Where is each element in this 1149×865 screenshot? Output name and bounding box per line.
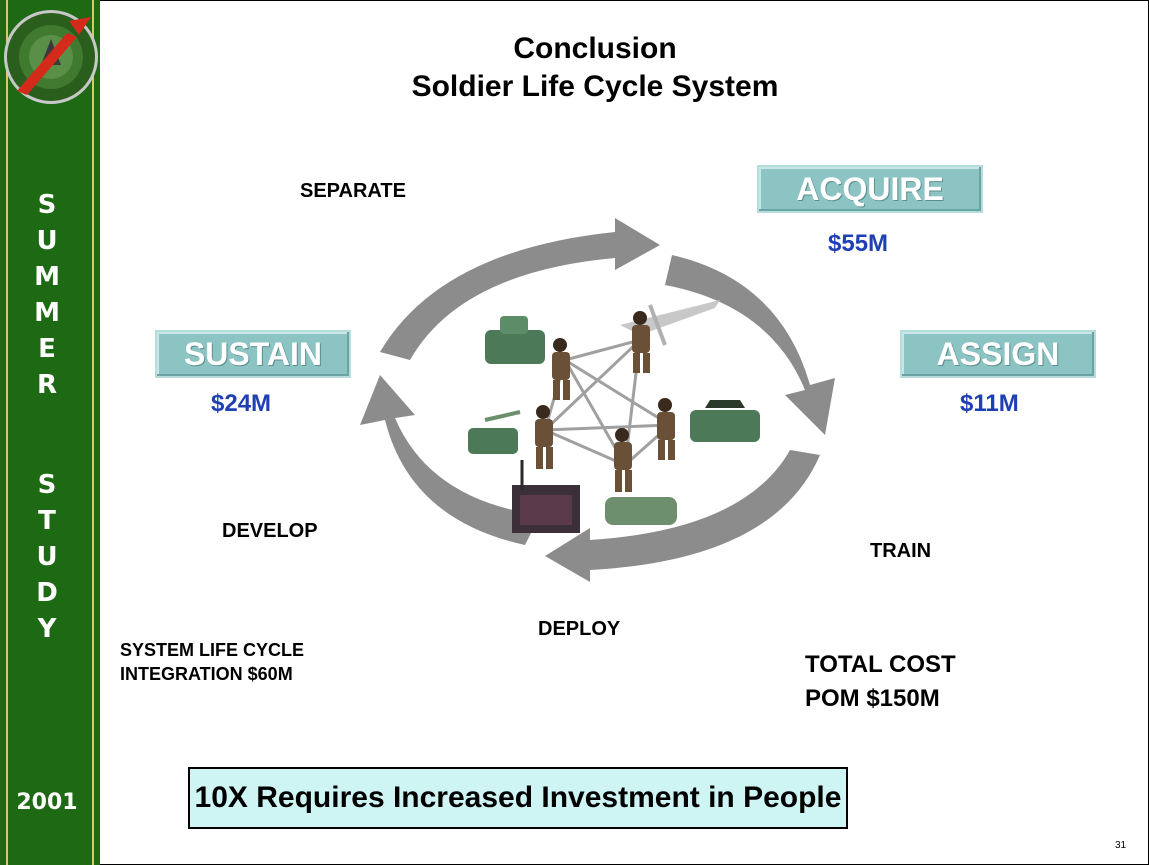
- slide-title: Conclusion Soldier Life Cycle System: [330, 30, 860, 106]
- assign-cost: $11M: [960, 390, 1019, 417]
- soldier-icon: [632, 311, 650, 373]
- acquire-cost: $55M: [828, 230, 889, 257]
- total-cost: TOTAL COST POM $150M: [805, 648, 956, 716]
- sidebar-letter: T: [38, 506, 56, 536]
- stage-develop: DEVELOP: [222, 520, 318, 542]
- acquire-button: ACQUIRE: [757, 165, 983, 213]
- sidebar-stripe: [92, 0, 94, 865]
- cycle-arrow: [665, 255, 835, 435]
- conclusion-banner: 10X Requires Increased Investment in Peo…: [188, 767, 848, 829]
- vehicle-icon: [468, 410, 521, 454]
- title-line-1: Conclusion: [513, 32, 677, 65]
- integration-line-1: SYSTEM LIFE CYCLE: [120, 640, 305, 660]
- cycle-arrows: [360, 218, 835, 582]
- sidebar: S U M M E R S T U D Y 2001: [0, 0, 100, 865]
- assign-button: ASSIGN: [900, 330, 1096, 378]
- total-line-2: POM $150M: [805, 685, 940, 712]
- page-number: 31: [1115, 840, 1127, 851]
- sidebar-letter: R: [36, 370, 58, 400]
- vehicle-icon: [690, 400, 760, 442]
- sidebar-letter: U: [36, 542, 58, 572]
- soldier-icon: [657, 398, 675, 460]
- soldier-icon: [614, 428, 632, 492]
- sidebar-letter: M: [34, 262, 60, 292]
- sidebar-letter: E: [38, 334, 56, 364]
- integration-line-2: INTEGRATION $60M: [120, 664, 293, 684]
- soldier-icon: [535, 405, 553, 469]
- sidebar-letter: S: [37, 190, 57, 220]
- sidebar-letter: D: [36, 578, 58, 608]
- total-line-1: TOTAL COST: [805, 651, 956, 678]
- stage-train: TRAIN: [870, 540, 932, 562]
- cycle-arrow: [545, 450, 820, 582]
- sidebar-letter: U: [36, 226, 58, 256]
- radio-unit-icon: [512, 460, 580, 533]
- vehicle-icon: [605, 497, 677, 525]
- sidebar-letter: M: [34, 298, 60, 328]
- sidebar-letter: Y: [37, 614, 57, 644]
- sustain-cost: $24M: [211, 390, 272, 417]
- stage-separate: SEPARATE: [300, 180, 406, 202]
- title-line-2: Soldier Life Cycle System: [411, 70, 779, 103]
- soldier-icon: [552, 338, 570, 400]
- stage-deploy: DEPLOY: [538, 618, 621, 640]
- sustain-button: SUSTAIN: [155, 330, 351, 378]
- vehicle-icon: [485, 316, 545, 364]
- summer-study-logo: [4, 10, 98, 104]
- cycle-arrow: [380, 218, 660, 360]
- sidebar-stripe: [6, 0, 8, 865]
- integration-cost: SYSTEM LIFE CYCLE INTEGRATION $60M: [120, 638, 304, 686]
- sidebar-year: 2001: [16, 790, 78, 815]
- sidebar-letter: S: [37, 470, 57, 500]
